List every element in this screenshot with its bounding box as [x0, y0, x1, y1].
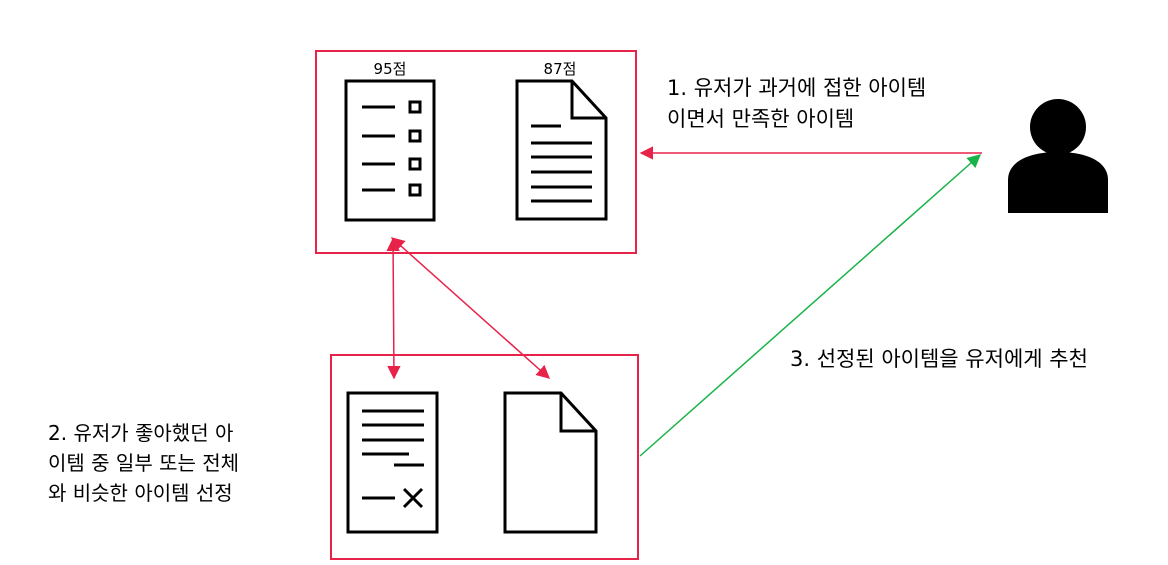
arrow-checklist-to-blank-doc: [390, 237, 551, 379]
step2-label-line3: 와 비슷한 아이템 선정: [48, 481, 233, 505]
arrow-recommend-to-user: [639, 154, 982, 457]
step1-label-line1: 1. 유저가 과거에 접한 아이템: [667, 76, 926, 100]
arrow-checklist-to-list-doc: [386, 237, 401, 380]
list-document-with-x-icon: [346, 391, 439, 534]
step2-label-line1: 2. 유저가 좋아했던 아: [48, 421, 233, 445]
checklist-document-icon: [344, 79, 436, 222]
blank-document-icon: [503, 391, 598, 534]
user-icon: [1008, 99, 1108, 213]
text-document-icon: [515, 79, 608, 221]
doc1-score: 95점: [374, 60, 407, 78]
doc2-score: 87점: [544, 60, 577, 78]
step1-label-line2: 이면서 만족한 아이템: [667, 107, 854, 131]
selected-items-box: [330, 354, 639, 560]
step3-label: 3. 선정된 아이템을 유저에게 추천: [790, 347, 1088, 371]
step2-label-line2: 이템 중 일부 또는 전체: [48, 451, 239, 475]
